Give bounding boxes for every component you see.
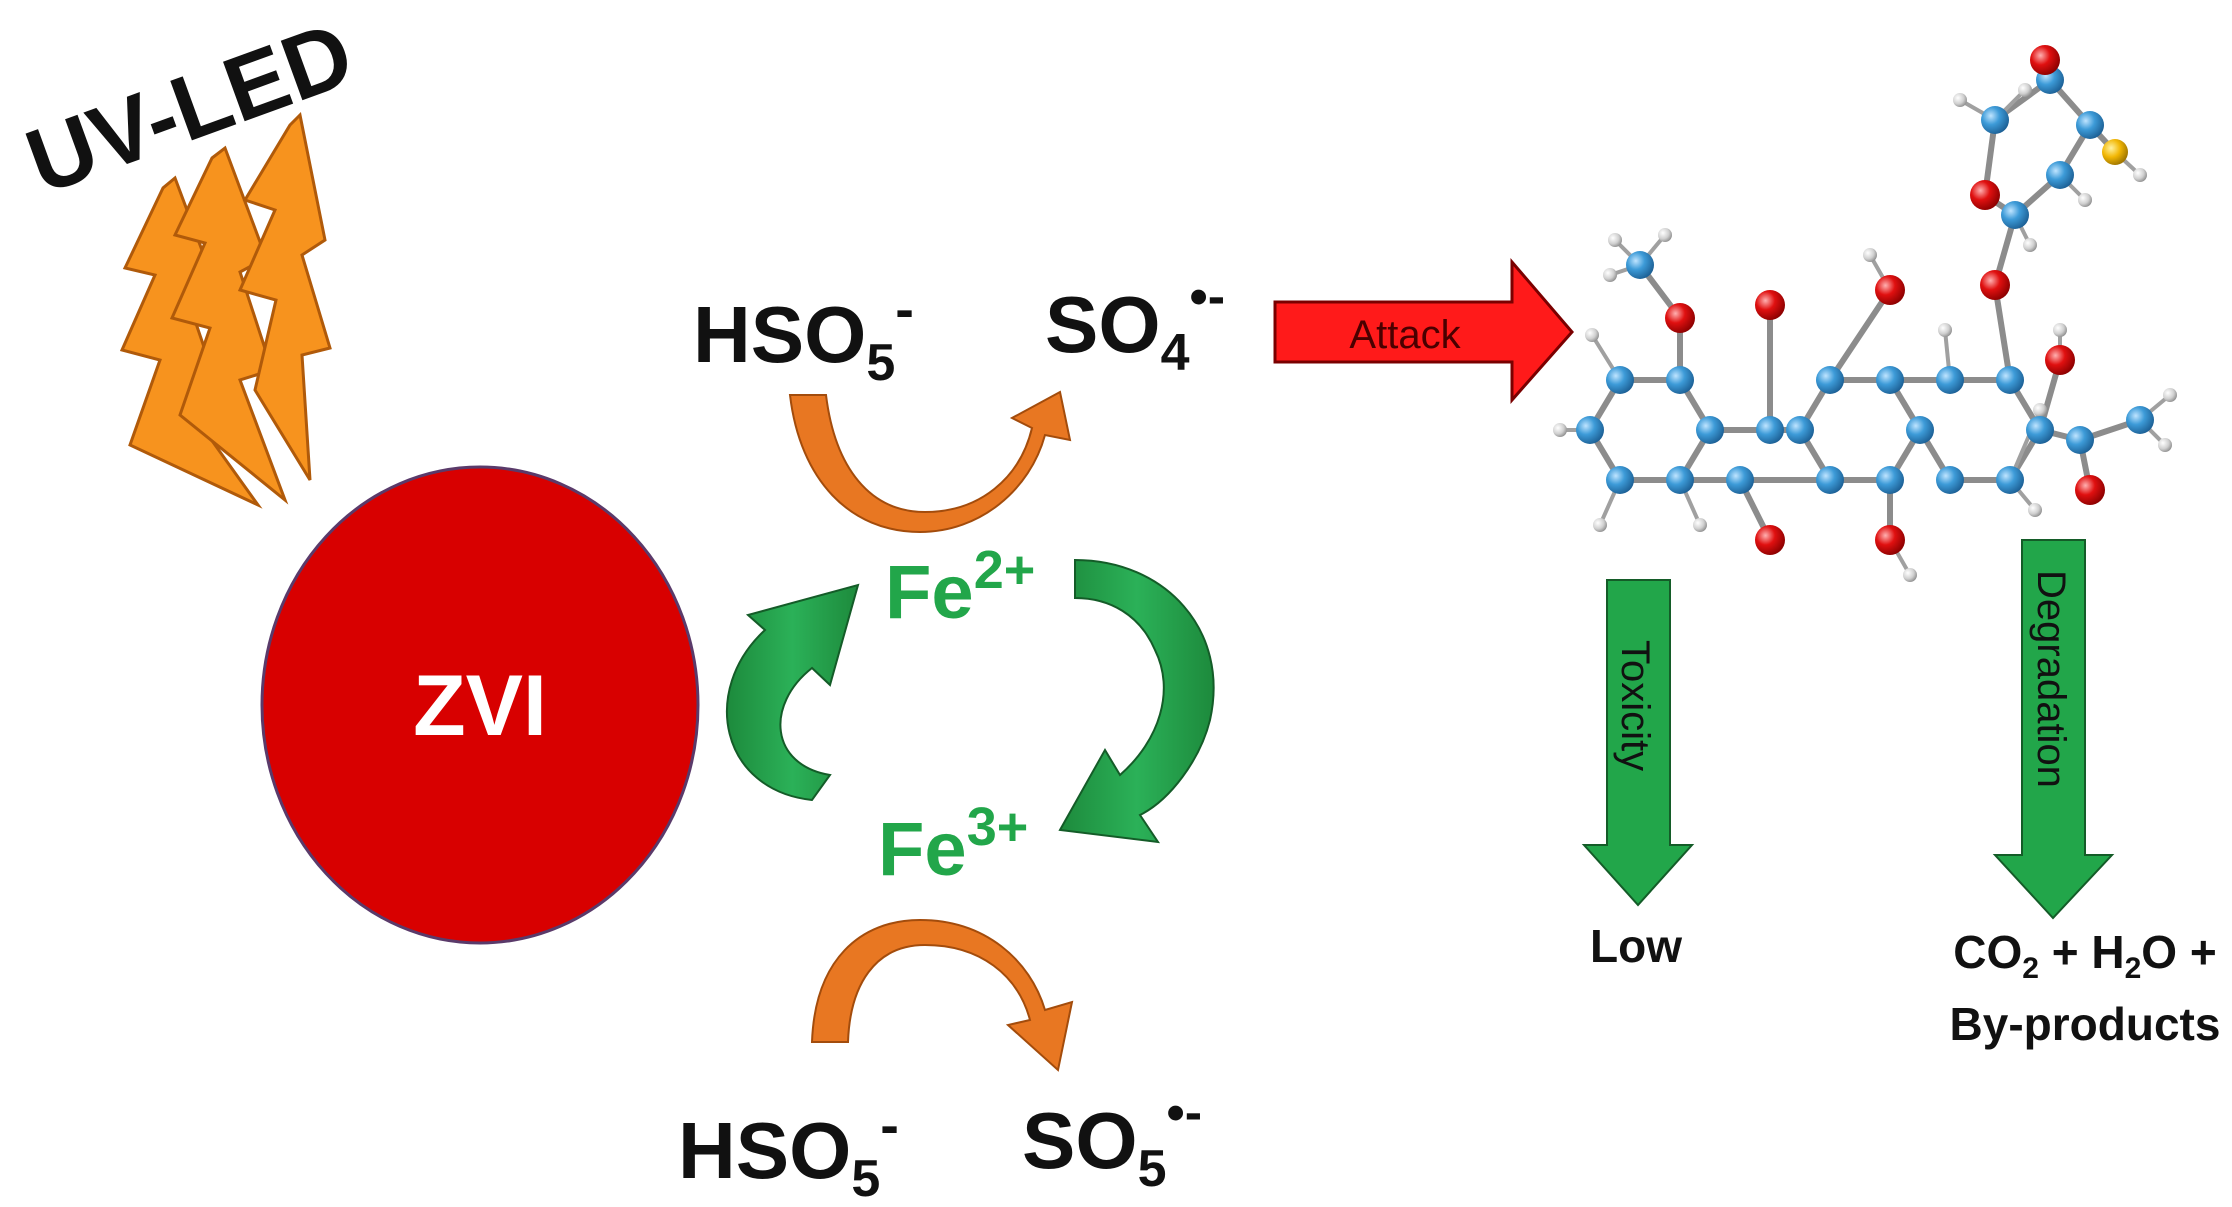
attack-label: Attack	[1349, 313, 1461, 357]
carbon-atom	[2046, 161, 2074, 189]
products-line-1: CO2 + H2O +	[1953, 926, 2216, 985]
oxygen-atom	[1875, 525, 1905, 555]
carbon-atom	[1876, 366, 1904, 394]
hso5-bottom-label: HSO5-	[678, 1093, 899, 1207]
carbon-atom	[1816, 366, 1844, 394]
oxygen-atom	[1755, 525, 1785, 555]
fe3-label: Fe3+	[878, 797, 1028, 892]
hydrogen-atom	[1953, 93, 1967, 107]
hydrogen-atom	[2053, 323, 2067, 337]
carbon-atom	[1726, 466, 1754, 494]
attack-arrow	[1273, 257, 1574, 404]
carbon-atom	[1666, 466, 1694, 494]
products-line-2: By-products	[1950, 998, 2221, 1050]
degradation-label: Degradation	[2029, 570, 2073, 788]
hydrogen-atom	[1658, 228, 1672, 242]
carbon-atom	[1756, 416, 1784, 444]
carbon-atom	[1696, 416, 1724, 444]
carbon-atom	[1626, 251, 1654, 279]
hydrogen-atom	[1903, 568, 1917, 582]
carbon-atom	[1936, 366, 1964, 394]
oxygen-atom	[1665, 303, 1695, 333]
oxygen-atom	[1980, 270, 2010, 300]
carbon-atom	[1906, 416, 1934, 444]
hydrogen-atom	[1693, 518, 1707, 532]
hydrogen-atom	[2158, 438, 2172, 452]
hydrogen-atom	[2023, 238, 2037, 252]
fe2-label: Fe2+	[885, 540, 1035, 635]
hydrogen-atom	[1603, 268, 1617, 282]
degradation-down-arrow	[1992, 539, 2115, 920]
orange-arc-arrow-bottom	[810, 918, 1074, 1072]
oxygen-atom	[1755, 290, 1785, 320]
toxicity-down-arrow	[1581, 579, 1695, 907]
carbon-atom	[1606, 466, 1634, 494]
oxygen-atom	[2030, 45, 2060, 75]
hydrogen-atom	[2163, 388, 2177, 402]
orange-arc-arrow-top	[788, 390, 1072, 534]
oxygen-atom	[2075, 475, 2105, 505]
carbon-atom	[1666, 366, 1694, 394]
pollutant-molecule	[1553, 45, 2177, 582]
sulfur-atom	[2102, 139, 2128, 165]
carbon-atom	[2076, 111, 2104, 139]
hydrogen-atom	[2028, 503, 2042, 517]
carbon-atom	[1981, 106, 2009, 134]
so5-radical-label: SO5•-	[1022, 1084, 1202, 1198]
carbon-atom	[2066, 426, 2094, 454]
green-cycle-arrow-left	[726, 583, 860, 802]
hydrogen-atom	[1585, 328, 1599, 342]
toxicity-label: Toxicity	[1613, 640, 1657, 771]
zvi-label: ZVI	[413, 658, 547, 754]
carbon-atom	[1876, 466, 1904, 494]
oxygen-atom	[1875, 275, 1905, 305]
hydrogen-atom	[2018, 83, 2032, 97]
hydrogen-atom	[1608, 233, 1622, 247]
carbon-atom	[2126, 406, 2154, 434]
hydrogen-atom	[1863, 248, 1877, 262]
zvi-particle	[260, 465, 700, 945]
hydrogen-atom	[1938, 323, 1952, 337]
oxygen-atom	[1970, 180, 2000, 210]
hydrogen-atom	[1593, 518, 1607, 532]
carbon-atom	[1576, 416, 1604, 444]
molecule-bond	[1827, 287, 1893, 383]
carbon-atom	[1996, 466, 2024, 494]
lightning-bolt-icon	[237, 111, 332, 481]
so4-radical-label: SO4•-	[1045, 268, 1225, 382]
carbon-atom	[1996, 366, 2024, 394]
hso5-top-label: HSO5-	[693, 277, 914, 392]
carbon-atom	[1786, 416, 1814, 444]
hydrogen-atom	[1553, 423, 1567, 437]
molecule-bond	[1992, 282, 2013, 383]
low-label: Low	[1590, 920, 1682, 972]
hydrogen-atom	[2133, 168, 2147, 182]
hydrogen-atom	[2078, 193, 2092, 207]
carbon-atom	[1936, 466, 1964, 494]
carbon-atom	[1606, 366, 1634, 394]
carbon-atom	[1816, 466, 1844, 494]
carbon-atom	[2001, 201, 2029, 229]
green-cycle-arrow-right	[1058, 558, 1215, 844]
oxygen-atom	[2045, 345, 2075, 375]
carbon-atom	[2026, 416, 2054, 444]
hydrogen-atom	[2033, 403, 2047, 417]
uv-lightning-bolts-icon	[119, 111, 332, 509]
